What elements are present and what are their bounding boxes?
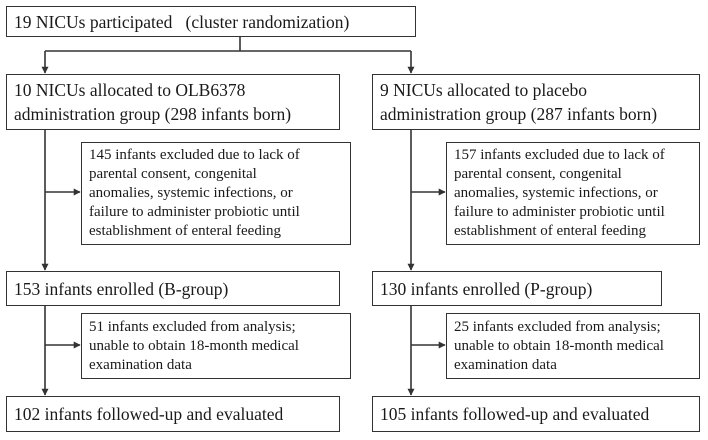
left-excluded-1-line-1: 145 infants excluded due to lack of [89,147,300,163]
left-enrolled-text: 153 infants enrolled (B-group) [14,278,229,299]
left-excluded-2-line-2: unable to obtain 18-month medical [89,337,299,354]
right-allocated-line-1: 9 NICUs allocated to placebo [380,80,588,100]
nicus-participated-text: 19 NICUs participated (cluster randomiza… [14,11,350,32]
left-allocated-line-2: administration group (298 infants born) [14,104,292,124]
right-excluded-1-line-2: parental consent, congenital [454,166,622,182]
left-allocated-line-1: 10 NICUs allocated to OLB6378 [14,80,246,100]
right-excluded-1-line-5: establishment of enteral feeding [454,223,647,239]
nicus-participated-box: 19 NICUs participated (cluster randomiza… [6,6,416,37]
left-followed-box: 102 infants followed-up and evaluated [6,396,340,432]
right-allocated-box: 9 NICUs allocated to placebo administrat… [372,74,700,130]
right-excluded-1-line-4: failure to administer probiotic until [454,204,665,220]
left-excluded-box-1: 145 infants excluded due to lack of pare… [81,142,351,245]
right-followed-box: 105 infants followed-up and evaluated [372,396,700,432]
right-excluded-box-2: 25 infants excluded from analysis; unabl… [446,313,700,379]
left-excluded-2-line-3: examination data [89,356,192,373]
left-excluded-1-line-2: parental consent, congenital [89,166,257,182]
left-excluded-box-2: 51 infants excluded from analysis; unabl… [81,313,351,379]
left-excluded-2-line-1: 51 infants excluded from analysis; [89,318,296,335]
right-excluded-2-line-3: examination data [454,356,557,373]
left-followed-text: 102 infants followed-up and evaluated [14,404,284,424]
left-excluded-1-line-4: failure to administer probiotic until [89,204,300,220]
right-allocated-line-2: administration group (287 infants born) [380,104,658,124]
right-enrolled-box: 130 infants enrolled (P-group) [372,271,662,306]
left-excluded-1-line-5: establishment of enteral feeding [89,223,282,239]
left-excluded-1-line-3: anomalies, systemic infections, or [89,185,293,201]
right-excluded-2-line-1: 25 infants excluded from analysis; [454,318,661,335]
right-excluded-box-1: 157 infants excluded due to lack of pare… [446,142,700,245]
right-followed-text: 105 infants followed-up and evaluated [380,404,650,424]
right-excluded-1-line-3: anomalies, systemic infections, or [454,185,658,201]
left-enrolled-box: 153 infants enrolled (B-group) [6,271,340,306]
right-excluded-2-line-2: unable to obtain 18-month medical [454,337,664,354]
left-allocated-box: 10 NICUs allocated to OLB6378 administra… [6,74,340,130]
right-enrolled-text: 130 infants enrolled (P-group) [380,278,593,299]
right-excluded-1-line-1: 157 infants excluded due to lack of [454,147,665,163]
